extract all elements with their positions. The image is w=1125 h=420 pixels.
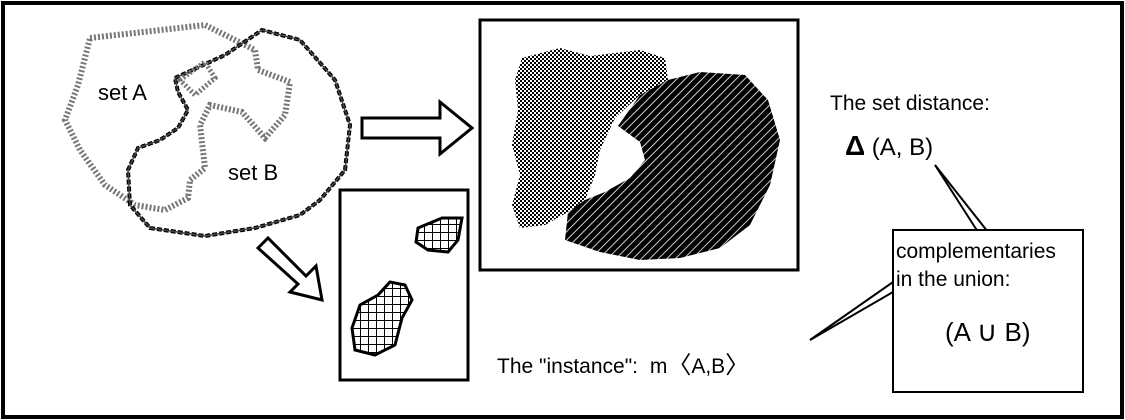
set-b-outline-inner [127, 29, 351, 237]
instance-label: The "instance": [497, 355, 638, 378]
union-close: B) [1004, 317, 1031, 347]
complementaries-line1: complementaries [896, 240, 1056, 263]
callout-pointer-delta [934, 164, 989, 233]
union-panel-region-a [512, 48, 668, 228]
set-a-label: set A [98, 80, 147, 105]
union-icon: ∪ [976, 316, 998, 347]
delta-icon: Δ [845, 130, 866, 161]
complementaries-box [892, 229, 1084, 393]
complementaries-line2: in the union: [896, 268, 1011, 291]
instance-args: A,B [691, 355, 726, 378]
instance-expression: The "instance": m〈A,B〉 [497, 345, 749, 380]
instance-m: m [649, 355, 668, 378]
set-distance-title: The set distance: [830, 92, 990, 115]
instance-piece-small [414, 216, 464, 254]
right-arrow-icon [360, 98, 475, 158]
set-distance-expression: Δ (A, B) [845, 130, 933, 162]
instance-open-bracket: 〈 [667, 352, 692, 379]
complementaries-text: complementaries in the union: [896, 238, 1056, 294]
down-right-arrow-icon [255, 235, 324, 303]
instance-close-bracket: 〉 [725, 352, 750, 379]
union-open: (A [945, 317, 970, 347]
set-a-inner-lobe [176, 58, 219, 99]
union-panel-region-b [565, 72, 780, 260]
callout-pointer-instance [809, 281, 894, 341]
delta-args: (A, B) [871, 134, 934, 161]
set-b-label: set B [228, 160, 279, 185]
instance-piece-large [350, 280, 414, 357]
set-a-outline [61, 21, 294, 214]
set-b-outline [125, 27, 353, 239]
union-expression: (A ∪ B) [945, 315, 1031, 348]
